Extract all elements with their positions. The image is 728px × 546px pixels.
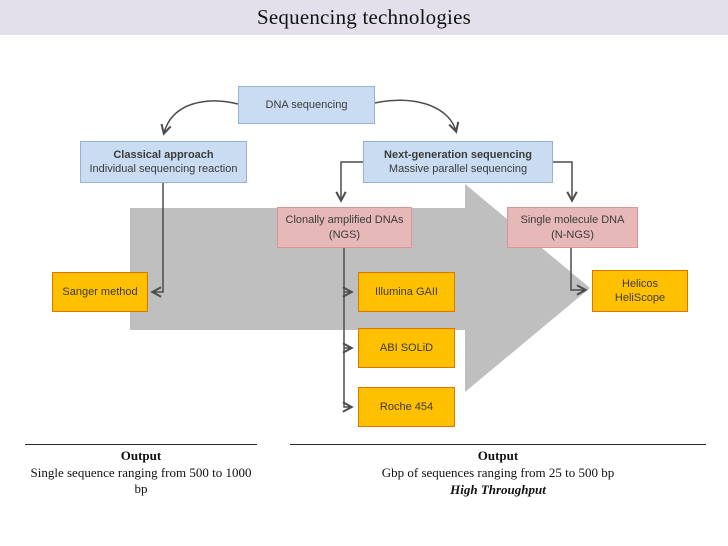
node-subtitle: Individual sequencing reaction [89,163,238,175]
node-illumina-gaii: Illumina GAII [358,272,455,312]
node-label: DNA sequencing [265,98,348,111]
node-label: Roche 454 [379,400,434,413]
output-heading: Output [120,448,162,463]
connector-ngs-to-single [553,161,578,203]
node-sanger-method: Sanger method [52,272,148,312]
node-title: Next-generation sequencing [384,148,532,161]
output-highlight: High Throughput [450,482,546,497]
node-label: ABI SOLiD [379,341,434,354]
node-classical-approach: Classical approach Individual sequencing… [80,141,247,183]
node-subtitle: Massive parallel sequencing [388,163,528,175]
connector-single-to-helicos [570,248,588,296]
node-dna-sequencing: DNA sequencing [238,86,375,124]
output-ngs: Output Gbp of sequences ranging from 25 … [290,444,706,498]
node-line1: Helicos [621,277,659,290]
node-abi-solid: ABI SOLiD [358,328,455,368]
node-helicos-heliscope: Helicos HeliScope [592,270,688,312]
node-title: Classical approach [113,148,214,161]
node-line2: (N-NGS) [551,228,594,241]
node-roche-454: Roche 454 [358,387,455,427]
output-heading: Output [477,448,519,463]
node-clonally-amplified-dnas: Clonally amplified DNAs (NGS) [277,207,412,248]
output-classical: Output Single sequence ranging from 500 … [25,444,257,497]
node-line1: Clonally amplified DNAs [285,214,404,227]
connector-ngs-to-clonally [335,161,363,203]
node-label: Sanger method [62,285,138,298]
output-detail: Single sequence ranging from 500 to 1000… [30,465,252,496]
connector-dna-to-ngs [374,99,460,134]
connector-dna-to-classical [160,100,239,136]
slide-title: Sequencing technologies [257,5,471,29]
node-next-generation-sequencing: Next-generation sequencing Massive paral… [363,141,553,183]
connector-classical-to-sanger [150,183,164,298]
connector-clonally-to-roche [342,248,354,413]
node-line2: HeliScope [614,292,666,304]
slide-title-bar: Sequencing technologies [0,0,728,35]
node-label: Illumina GAII [375,285,438,298]
node-line2: (NGS) [328,228,361,241]
node-single-molecule-dna: Single molecule DNA (N-NGS) [507,207,638,248]
output-detail: Gbp of sequences ranging from 25 to 500 … [381,465,615,480]
node-line1: Single molecule DNA [520,214,625,227]
